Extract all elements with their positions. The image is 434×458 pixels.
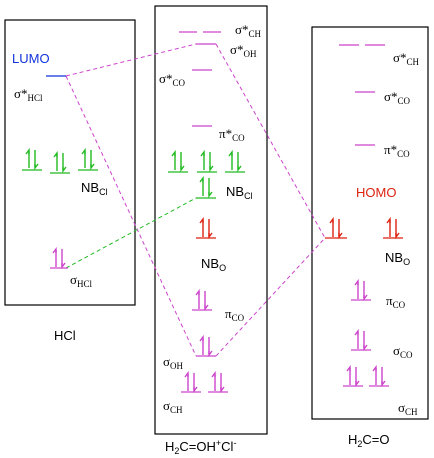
complex-pi-co-electrons (195, 290, 209, 310)
complex-nb-cl-electrons-2 (200, 151, 214, 171)
complex-pi-star-co-label: π*CO (219, 126, 245, 143)
complex-nb-cl-electrons-4 (199, 177, 213, 197)
form-sigma-ch-label: σCH (398, 400, 418, 417)
hcl-sigma-electrons (52, 248, 66, 268)
complex-nb-cl-electrons-1 (171, 151, 185, 171)
form-pi-star-co-label: π*CO (384, 142, 410, 159)
complex-nb-cl-electrons-3 (228, 151, 242, 171)
formaldehyde-title: H2C=O (348, 432, 390, 449)
form-sigma-star-ch-label: σ*CH (393, 50, 420, 67)
hcl-sigma-label: σHCl (70, 272, 93, 289)
correlation-sigma-oh-to-homo (215, 237, 326, 357)
hcl-sigma-star-label: σ*HCl (14, 86, 43, 103)
complex-sigma-oh-label: σOH (163, 354, 184, 371)
complex-sigma-ch-electrons-2 (211, 372, 225, 392)
form-pi-co-electrons (354, 280, 368, 300)
complex-sigma-oh-electrons (199, 336, 213, 356)
complex-sigma-star-ch-label: σ*CH (235, 22, 262, 39)
form-pi-co-label: πCO (386, 293, 406, 310)
form-nb-o-electrons-2 (386, 218, 400, 238)
correlation-hcl-lumo-to-sigma-oh (65, 75, 197, 357)
form-nb-o-label: NBO (385, 250, 410, 267)
complex-sigma-ch-electrons-1 (184, 372, 198, 392)
form-nb-o-electrons-1 (329, 218, 343, 238)
correlation-lines (65, 43, 326, 357)
complex-nb-cl-label: NBCl (226, 184, 253, 201)
correlation-sigma-star-oh-to-homo (215, 43, 326, 239)
complex-nb-o-electrons (199, 218, 213, 238)
complex-sigma-star-co-label: σ*CO (159, 71, 186, 88)
complex-nb-o-label: NBO (201, 256, 226, 273)
hcl-nb-electrons-2 (53, 152, 67, 172)
hcl-nb-label: NBCl (81, 180, 108, 197)
form-sigma-star-co-label: σ*CO (384, 89, 411, 106)
complex-sigma-ch-label: σCH (163, 398, 183, 415)
complex-sigma-star-oh-label: σ*OH (230, 42, 257, 59)
complex-title: H2C=OH+Cl- (165, 438, 236, 456)
lumo-label: LUMO (12, 51, 50, 66)
hcl-nb-electrons-3 (81, 149, 95, 169)
form-sigma-co-electrons (354, 330, 368, 350)
hcl-box (4, 19, 136, 306)
correlation-sigma-hcl-to-nb-cl (65, 197, 197, 269)
form-sigma-ch-electrons-2 (372, 366, 386, 386)
formaldehyde-box (311, 26, 429, 420)
hcl-title: HCl (54, 328, 76, 343)
hcl-nb-electrons-1 (25, 149, 39, 169)
homo-label: HOMO (356, 185, 396, 200)
form-sigma-co-label: σCO (393, 343, 413, 360)
complex-pi-co-label: πCO (225, 306, 245, 323)
correlation-hcl-lumo-to-sigma-star-oh (65, 43, 197, 77)
form-sigma-ch-electrons-1 (346, 366, 360, 386)
